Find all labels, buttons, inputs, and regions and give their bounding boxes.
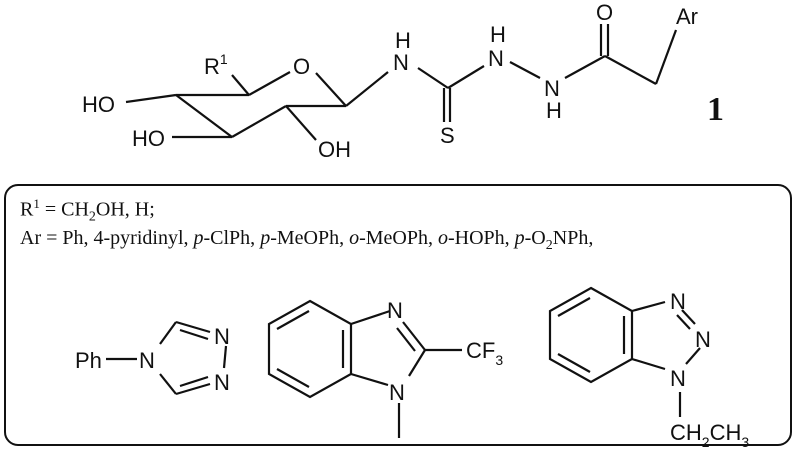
hydroxyl-label-c3: HO — [132, 126, 165, 151]
r1-superscript: 1 — [33, 196, 40, 211]
ar-meoph: -MeOPh, — [270, 227, 350, 249]
triazole-n1-label: N — [214, 324, 230, 349]
benzotriazole-substituent — [548, 286, 701, 417]
hydroxyl-label-c2: OH — [318, 137, 351, 162]
ar-meoph-ortho: -MeOPh, — [359, 227, 438, 249]
hydrazide-nh2-n-label: N — [544, 76, 560, 101]
ar-definition-line: Ar = Ph, 4-pyridinyl, p-ClPh, p-MeOPh, o… — [20, 227, 593, 254]
ring-oxygen-label: O — [293, 54, 310, 79]
hydroxyl-label-c4: HO — [82, 92, 115, 117]
nitro-subscript: 2 — [545, 238, 553, 253]
benzotriazole-n2-label: N — [695, 327, 711, 352]
compound-number-label: 1 — [707, 91, 724, 128]
r1-rest: OH, H; — [95, 198, 155, 221]
r1-definition-line: R1 = CH2OH, H; — [20, 196, 155, 226]
ortho-prefix: o — [437, 227, 448, 249]
ar-hoph: -HOPh, — [447, 227, 515, 249]
r1-subscript: 2 — [88, 209, 96, 225]
triazole-substituent — [106, 320, 228, 396]
thiourea-nh-n-label: N — [393, 50, 409, 75]
thiourea-nh-h-label: H — [395, 28, 411, 53]
hydrazide-nh2-h-label: H — [546, 98, 562, 123]
benzimidazole-n3-label: N — [387, 298, 403, 323]
triazole-n4-label: N — [139, 348, 155, 373]
substituent-legend-box — [4, 184, 792, 446]
carbonyl-oxygen-label: O — [596, 0, 613, 25]
para-prefix: p — [193, 227, 204, 249]
benzimidazole-n1-label: N — [389, 380, 405, 405]
benzimidazole-substituent — [267, 299, 462, 438]
ar-nitro-start: -O — [524, 227, 546, 249]
phenyl-label: Ph — [75, 348, 102, 373]
aryl-ar-label: Ar — [676, 4, 698, 29]
thione-sulfur-label: S — [440, 123, 455, 148]
compound-1-structure — [125, 24, 678, 141]
ar-nitro-end: NPh, — [552, 227, 594, 249]
triazole-n2-label: N — [214, 370, 230, 395]
ethyl-label: CH2CH3 — [670, 420, 749, 450]
para-prefix: p — [514, 227, 525, 249]
hydrazide-nh-n-label: N — [488, 46, 504, 71]
benzotriazole-n1-label: N — [670, 366, 686, 391]
trifluoromethyl-label: CF3 — [466, 338, 503, 368]
ar-plain-items: Ar = Ph, 4-pyridinyl, — [20, 227, 194, 249]
ar-clph: -ClPh, — [203, 227, 261, 249]
r1-label: R1 — [204, 51, 228, 79]
r1-text: = CH — [39, 198, 89, 221]
hydrazide-nh-h-label: H — [490, 22, 506, 47]
r1-symbol: R — [20, 198, 34, 221]
para-prefix: p — [260, 227, 271, 249]
benzotriazole-n3-label: N — [670, 289, 686, 314]
ortho-prefix: o — [349, 227, 360, 249]
